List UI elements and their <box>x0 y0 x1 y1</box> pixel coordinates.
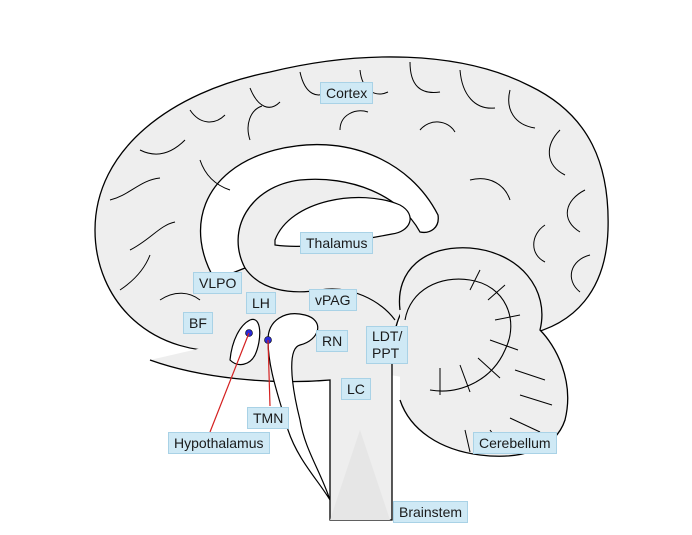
thalamus-label: Thalamus <box>300 232 374 254</box>
lc-label: LC <box>341 378 371 400</box>
vpag-label: vPAG <box>309 289 357 311</box>
cerebellum-outline <box>398 247 569 457</box>
cerebellum-label: Cerebellum <box>473 432 557 454</box>
cortex-label: Cortex <box>320 82 374 104</box>
vlpo-label: VLPO <box>193 272 243 294</box>
tmn-pointer-line <box>267 339 271 407</box>
rn-label: RN <box>316 330 349 352</box>
ldt-ppt-label: LDT/ PPT <box>366 326 409 364</box>
brainstem-label: Brainstem <box>393 501 469 523</box>
cerebellum-inner <box>404 278 512 392</box>
tmn-label: TMN <box>247 407 290 429</box>
lower-shadow <box>330 430 390 520</box>
corpus-callosum <box>199 143 439 281</box>
hypothalamus-label: Hypothalamus <box>168 432 270 454</box>
brainstem-body <box>149 299 411 521</box>
lh-label: LH <box>246 292 276 314</box>
cortical-sulci <box>109 61 591 301</box>
aqueduct <box>267 313 331 501</box>
bf-label: BF <box>183 312 213 334</box>
hypothalamus-pointer-line <box>209 332 250 433</box>
